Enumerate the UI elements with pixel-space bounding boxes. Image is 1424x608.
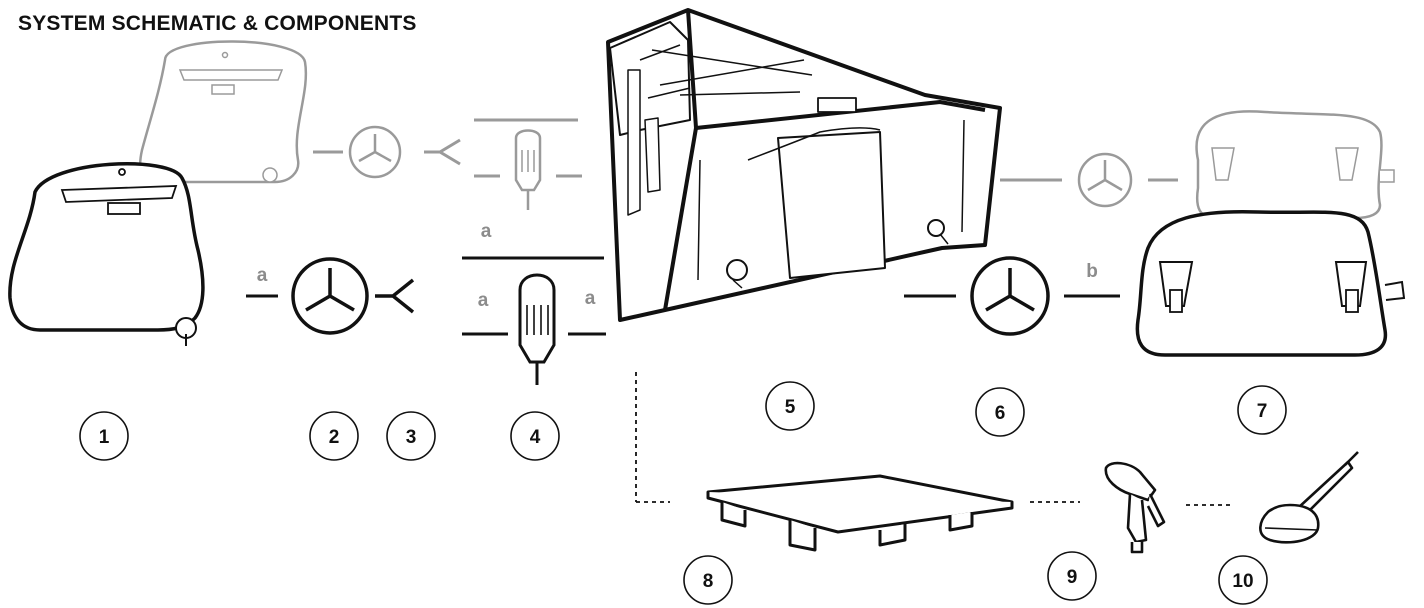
number-badge-label: 8 (703, 571, 714, 592)
number-badge-label: 7 (1257, 401, 1268, 422)
shelter-tent (606, 8, 1002, 322)
number-badge: 3 (386, 411, 436, 461)
water-heater (518, 273, 556, 385)
pump-outlet (970, 256, 1050, 336)
connection-label-a: a (478, 290, 489, 311)
faded-upper-lines (313, 118, 1178, 182)
connection-label-a: a (481, 221, 492, 242)
faded-tank-outlet (1195, 110, 1395, 220)
number-badge-label: 1 (99, 427, 110, 448)
number-badge-label: 9 (1067, 567, 1078, 588)
water-tank-outlet (1135, 209, 1406, 357)
faded-y-connector (424, 138, 461, 166)
number-badge: 4 (510, 411, 560, 461)
water-tank-inlet (8, 162, 205, 346)
faded-heater (514, 129, 542, 210)
page-title: SYSTEM SCHEMATIC & COMPONENTS (18, 12, 417, 35)
connection-labels: a a a a b (257, 221, 1098, 311)
spray-gun (1104, 461, 1166, 554)
number-badge: 7 (1237, 385, 1287, 435)
number-badge: 5 (765, 381, 815, 431)
number-badges: 1 2 3 4 5 6 7 8 9 10 (79, 381, 1287, 605)
number-badge: 10 (1218, 555, 1268, 605)
main-lines (246, 256, 1120, 336)
faded-tank-inlet (138, 40, 308, 184)
number-badge: 6 (975, 387, 1025, 437)
number-badge: 9 (1047, 551, 1097, 601)
number-badge-label: 6 (995, 403, 1006, 424)
number-badge-label: 3 (406, 427, 417, 448)
number-badge-label: 2 (329, 427, 340, 448)
y-connector (375, 278, 415, 314)
number-badge-label: 10 (1232, 571, 1253, 592)
number-badge: 8 (683, 555, 733, 605)
accessory-dashed-links (635, 372, 1232, 506)
pump-inlet (291, 257, 369, 335)
scrub-brush (1259, 451, 1359, 544)
number-badge: 2 (309, 411, 359, 461)
floor-pallet (706, 474, 1014, 552)
number-badge-label: 4 (530, 427, 541, 448)
connection-label-a: a (585, 288, 596, 309)
number-badge: 1 (79, 411, 129, 461)
faded-pump-outlet (1077, 152, 1133, 208)
faded-pump-inlet (348, 125, 402, 179)
connection-label-b: b (1086, 261, 1098, 282)
number-badge-label: 5 (785, 397, 796, 418)
connection-label-a: a (257, 265, 268, 286)
